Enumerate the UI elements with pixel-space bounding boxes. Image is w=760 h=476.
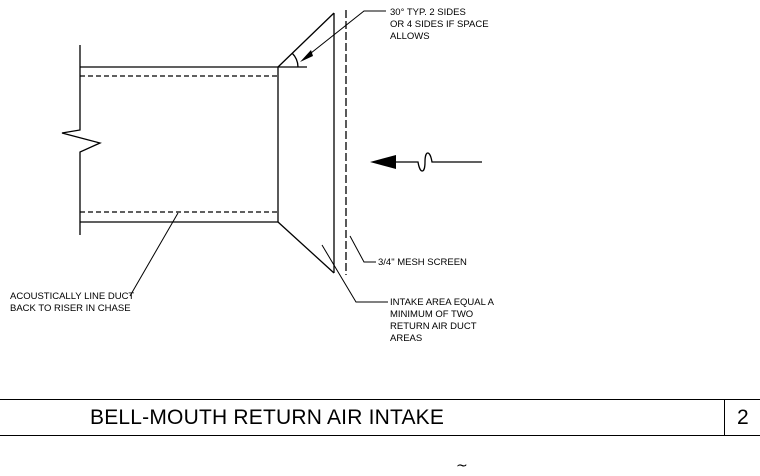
angle-arc [291, 52, 299, 68]
airflow-arrowhead [370, 155, 396, 169]
angle-leader-arrowhead [300, 50, 313, 62]
intake-note-line-4: AREAS [390, 333, 422, 344]
bell-mouth-detail-drawing: 30° TYP. 2 SIDES OR 4 SIDES IF SPACE ALL… [10, 7, 495, 344]
acoustic-leader [129, 212, 179, 297]
angle-note-line-2: OR 4 SIDES IF SPACE [390, 19, 489, 30]
title-divider [724, 400, 725, 435]
intake-note-line-3: RETURN AIR DUCT [390, 321, 477, 332]
angle-note-line-3: ALLOWS [390, 31, 430, 42]
airflow-arrow-line [395, 152, 482, 172]
mesh-leader [349, 235, 376, 263]
angle-note-line-1: 30° TYP. 2 SIDES [390, 7, 466, 18]
detail-number: 2 [737, 406, 749, 429]
detail-title-bar: BELL-MOUTH RETURN AIR INTAKE 2 [0, 399, 760, 436]
intake-note-line-2: MINIMUM OF TWO [390, 309, 473, 320]
acoustic-note-line-1: ACOUSTICALLY LINE DUCT [10, 291, 134, 302]
mesh-note: 3/4" MESH SCREEN [378, 257, 467, 268]
text-cursor-icon: ~ [456, 458, 468, 474]
bell-mouth-bottom-flare [277, 221, 335, 274]
angle-leader [305, 10, 386, 58]
intake-note-line-1: INTAKE AREA EQUAL A [390, 297, 495, 308]
duct-break-line [61, 45, 102, 235]
acoustic-note-line-2: BACK TO RISER IN CHASE [10, 303, 131, 314]
detail-title: BELL-MOUTH RETURN AIR INTAKE [90, 406, 445, 429]
intake-leader [321, 244, 388, 303]
bell-mouth-top-flare [277, 12, 335, 68]
